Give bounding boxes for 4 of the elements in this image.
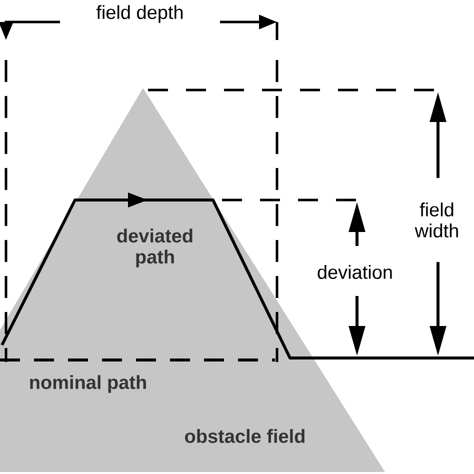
path-label: nominal path (30, 375, 146, 393)
path-label: deviated path (117, 228, 192, 268)
dimension-label: field width (414, 202, 458, 238)
dimension-label: field depth (96, 5, 183, 23)
